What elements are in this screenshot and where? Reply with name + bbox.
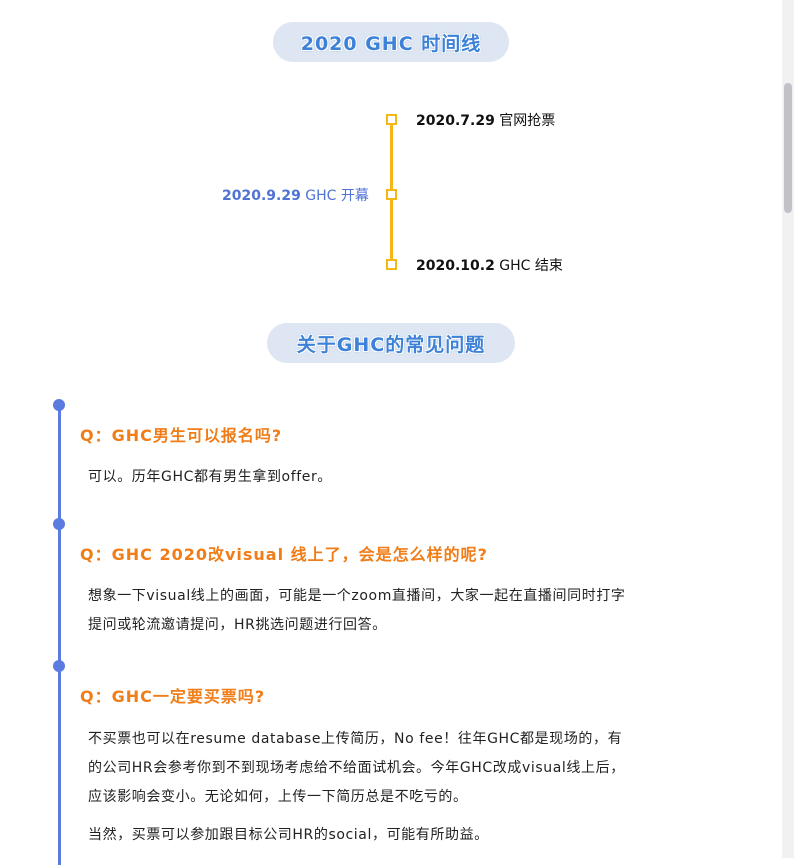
faq-title-text: 关于GHC的常见问题 xyxy=(296,333,486,356)
faq-answer: 当然，买票可以参加跟目标公司HR的social，可能有所助益。 xyxy=(88,827,489,843)
faq-answer: 可以。历年GHC都有男生拿到offer。 xyxy=(88,469,332,485)
faq-bullet-dot-icon xyxy=(53,518,65,530)
faq-section-title: 关于GHC的常见问题 xyxy=(267,323,515,363)
faq-bullet-dot-icon xyxy=(53,399,65,411)
timeline-event-date: 2020.7.29 xyxy=(416,113,495,129)
timeline-title-text: 2020 GHC 时间线 xyxy=(300,32,482,55)
faq-question: Q：GHC一定要买票吗? xyxy=(80,687,266,706)
vertical-scrollbar[interactable] xyxy=(782,0,794,858)
faq-timeline-line xyxy=(58,405,61,865)
faq-answer: 想象一下visual线上的画面，可能是一个zoom直播间，大家一起在直播间同时打… xyxy=(88,588,626,633)
scrollbar-thumb[interactable] xyxy=(784,83,792,213)
faq-question: Q：GHC男生可以报名吗? xyxy=(80,426,283,445)
timeline-event: 2020.10.2 GHC 结束 xyxy=(416,255,563,275)
article-page: 2020 GHC 时间线 2020.7.29 官网抢票 2020.9.29 GH… xyxy=(53,22,626,865)
faq-bullet-dot-icon xyxy=(53,660,65,672)
timeline-event-label: GHC 开幕 xyxy=(305,188,369,204)
faq-answer: 不买票也可以在resume database上传简历，No fee！往年GHC都… xyxy=(88,731,625,805)
faq-question: Q：GHC 2020改visual 线上了，会是怎么样的呢? xyxy=(80,545,488,564)
timeline-event-label: 官网抢票 xyxy=(499,113,556,129)
timeline-section-title: 2020 GHC 时间线 xyxy=(273,22,509,62)
timeline-event-label: GHC 结束 xyxy=(499,258,563,274)
timeline-event: 2020.7.29 官网抢票 xyxy=(416,110,555,130)
timeline-marker-icon xyxy=(386,189,397,200)
timeline-event-date: 2020.10.2 xyxy=(416,258,495,274)
timeline-event-date: 2020.9.29 xyxy=(222,188,301,204)
timeline-event: 2020.9.29 GHC 开幕 xyxy=(222,185,369,205)
timeline-marker-icon xyxy=(386,114,397,125)
timeline-marker-icon xyxy=(386,259,397,270)
